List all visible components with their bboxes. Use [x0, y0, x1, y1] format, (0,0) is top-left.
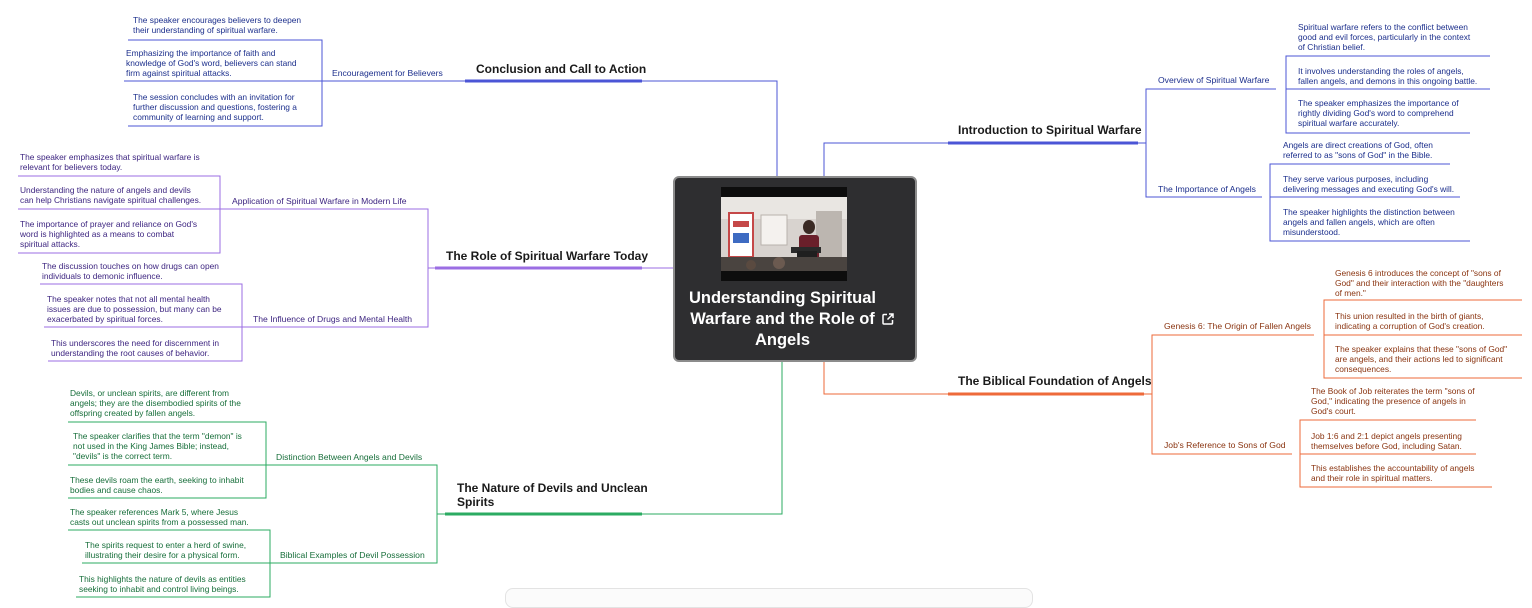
leaf-node[interactable]: The speaker references Mark 5, where Jes… [70, 507, 249, 528]
subtopic-genesis-6[interactable]: Genesis 6: The Origin of Fallen Angels [1164, 321, 1311, 331]
leaf-node[interactable]: The speaker notes that not all mental he… [47, 294, 222, 325]
leaf-node[interactable]: The importance of prayer and reliance on… [20, 219, 198, 250]
subtopic-overview[interactable]: Overview of Spiritual Warfare [1158, 75, 1270, 85]
leaf-node[interactable]: This establishes the accountability of a… [1311, 463, 1475, 484]
subtopic-job-reference[interactable]: Job's Reference to Sons of God [1164, 440, 1286, 450]
central-topic-title: Understanding Spiritual Warfare and the … [688, 289, 876, 349]
leaf-node[interactable]: The speaker encourages believers to deep… [133, 15, 302, 36]
topic-conclusion[interactable]: Conclusion and Call to Action [476, 62, 647, 76]
leaf-node[interactable]: The speaker highlights the distinction b… [1283, 207, 1455, 238]
connector-conclusion [124, 39, 778, 176]
leaf-node[interactable]: The spirits request to enter a herd of s… [85, 540, 247, 561]
leaf-node[interactable]: Job 1:6 and 2:1 depict angels presenting… [1311, 431, 1462, 452]
subtopic-distinction[interactable]: Distinction Between Angels and Devils [276, 452, 423, 462]
video-thumbnail[interactable] [721, 187, 847, 281]
topic-biblical-foundation[interactable]: The Biblical Foundation of Angels [958, 374, 1152, 388]
connector-intro [823, 55, 1490, 242]
leaf-node[interactable]: The speaker explains that these "sons of… [1335, 344, 1508, 375]
leaf-node[interactable]: These devils roam the earth, seeking to … [70, 475, 244, 496]
connector-biblical [823, 299, 1522, 488]
subtopic-encouragement[interactable]: Encouragement for Believers [332, 68, 443, 78]
leaf-node[interactable]: Angels are direct creations of God, ofte… [1283, 140, 1433, 161]
leaf-node[interactable]: The discussion touches on how drugs can … [42, 261, 219, 282]
bottom-toolbar[interactable] [505, 588, 1033, 608]
leaf-node[interactable]: Devils, or unclean spirits, are differen… [70, 388, 241, 419]
leaf-node[interactable]: This underscores the need for discernmen… [51, 338, 220, 359]
leaf-node[interactable]: This union resulted in the birth of gian… [1335, 311, 1485, 332]
leaf-node[interactable]: The speaker clarifies that the term "dem… [73, 431, 242, 462]
connector-role-today [18, 175, 673, 362]
central-topic-card[interactable]: Understanding Spiritual Warfare and the … [673, 176, 917, 362]
leaf-node[interactable]: The speaker emphasizes the importance of… [1298, 98, 1459, 129]
leaf-node[interactable]: This highlights the nature of devils as … [79, 574, 246, 595]
leaf-node[interactable]: It involves understanding the roles of a… [1298, 66, 1478, 87]
connector-devils [68, 362, 783, 598]
leaf-node[interactable]: The Book of Job reiterates the term "son… [1311, 386, 1475, 417]
leaf-node[interactable]: Spiritual warfare refers to the conflict… [1298, 22, 1471, 53]
leaf-node[interactable]: Understanding the nature of angels and d… [20, 185, 202, 206]
topic-role-today[interactable]: The Role of Spiritual Warfare Today [446, 249, 649, 263]
subtopic-importance-of-angels[interactable]: The Importance of Angels [1158, 184, 1256, 194]
subtopic-application[interactable]: Application of Spiritual Warfare in Mode… [232, 196, 407, 206]
subtopic-drugs-mental-health[interactable]: The Influence of Drugs and Mental Health [253, 314, 413, 324]
external-link-icon[interactable] [881, 312, 895, 326]
subtopic-biblical-examples[interactable]: Biblical Examples of Devil Possession [280, 550, 425, 560]
topic-introduction[interactable]: Introduction to Spiritual Warfare [958, 123, 1142, 137]
leaf-node[interactable]: The speaker emphasizes that spiritual wa… [20, 152, 200, 173]
leaf-node[interactable]: Genesis 6 introduces the concept of "son… [1335, 268, 1504, 299]
leaf-node[interactable]: The session concludes with an invitation… [133, 92, 297, 123]
